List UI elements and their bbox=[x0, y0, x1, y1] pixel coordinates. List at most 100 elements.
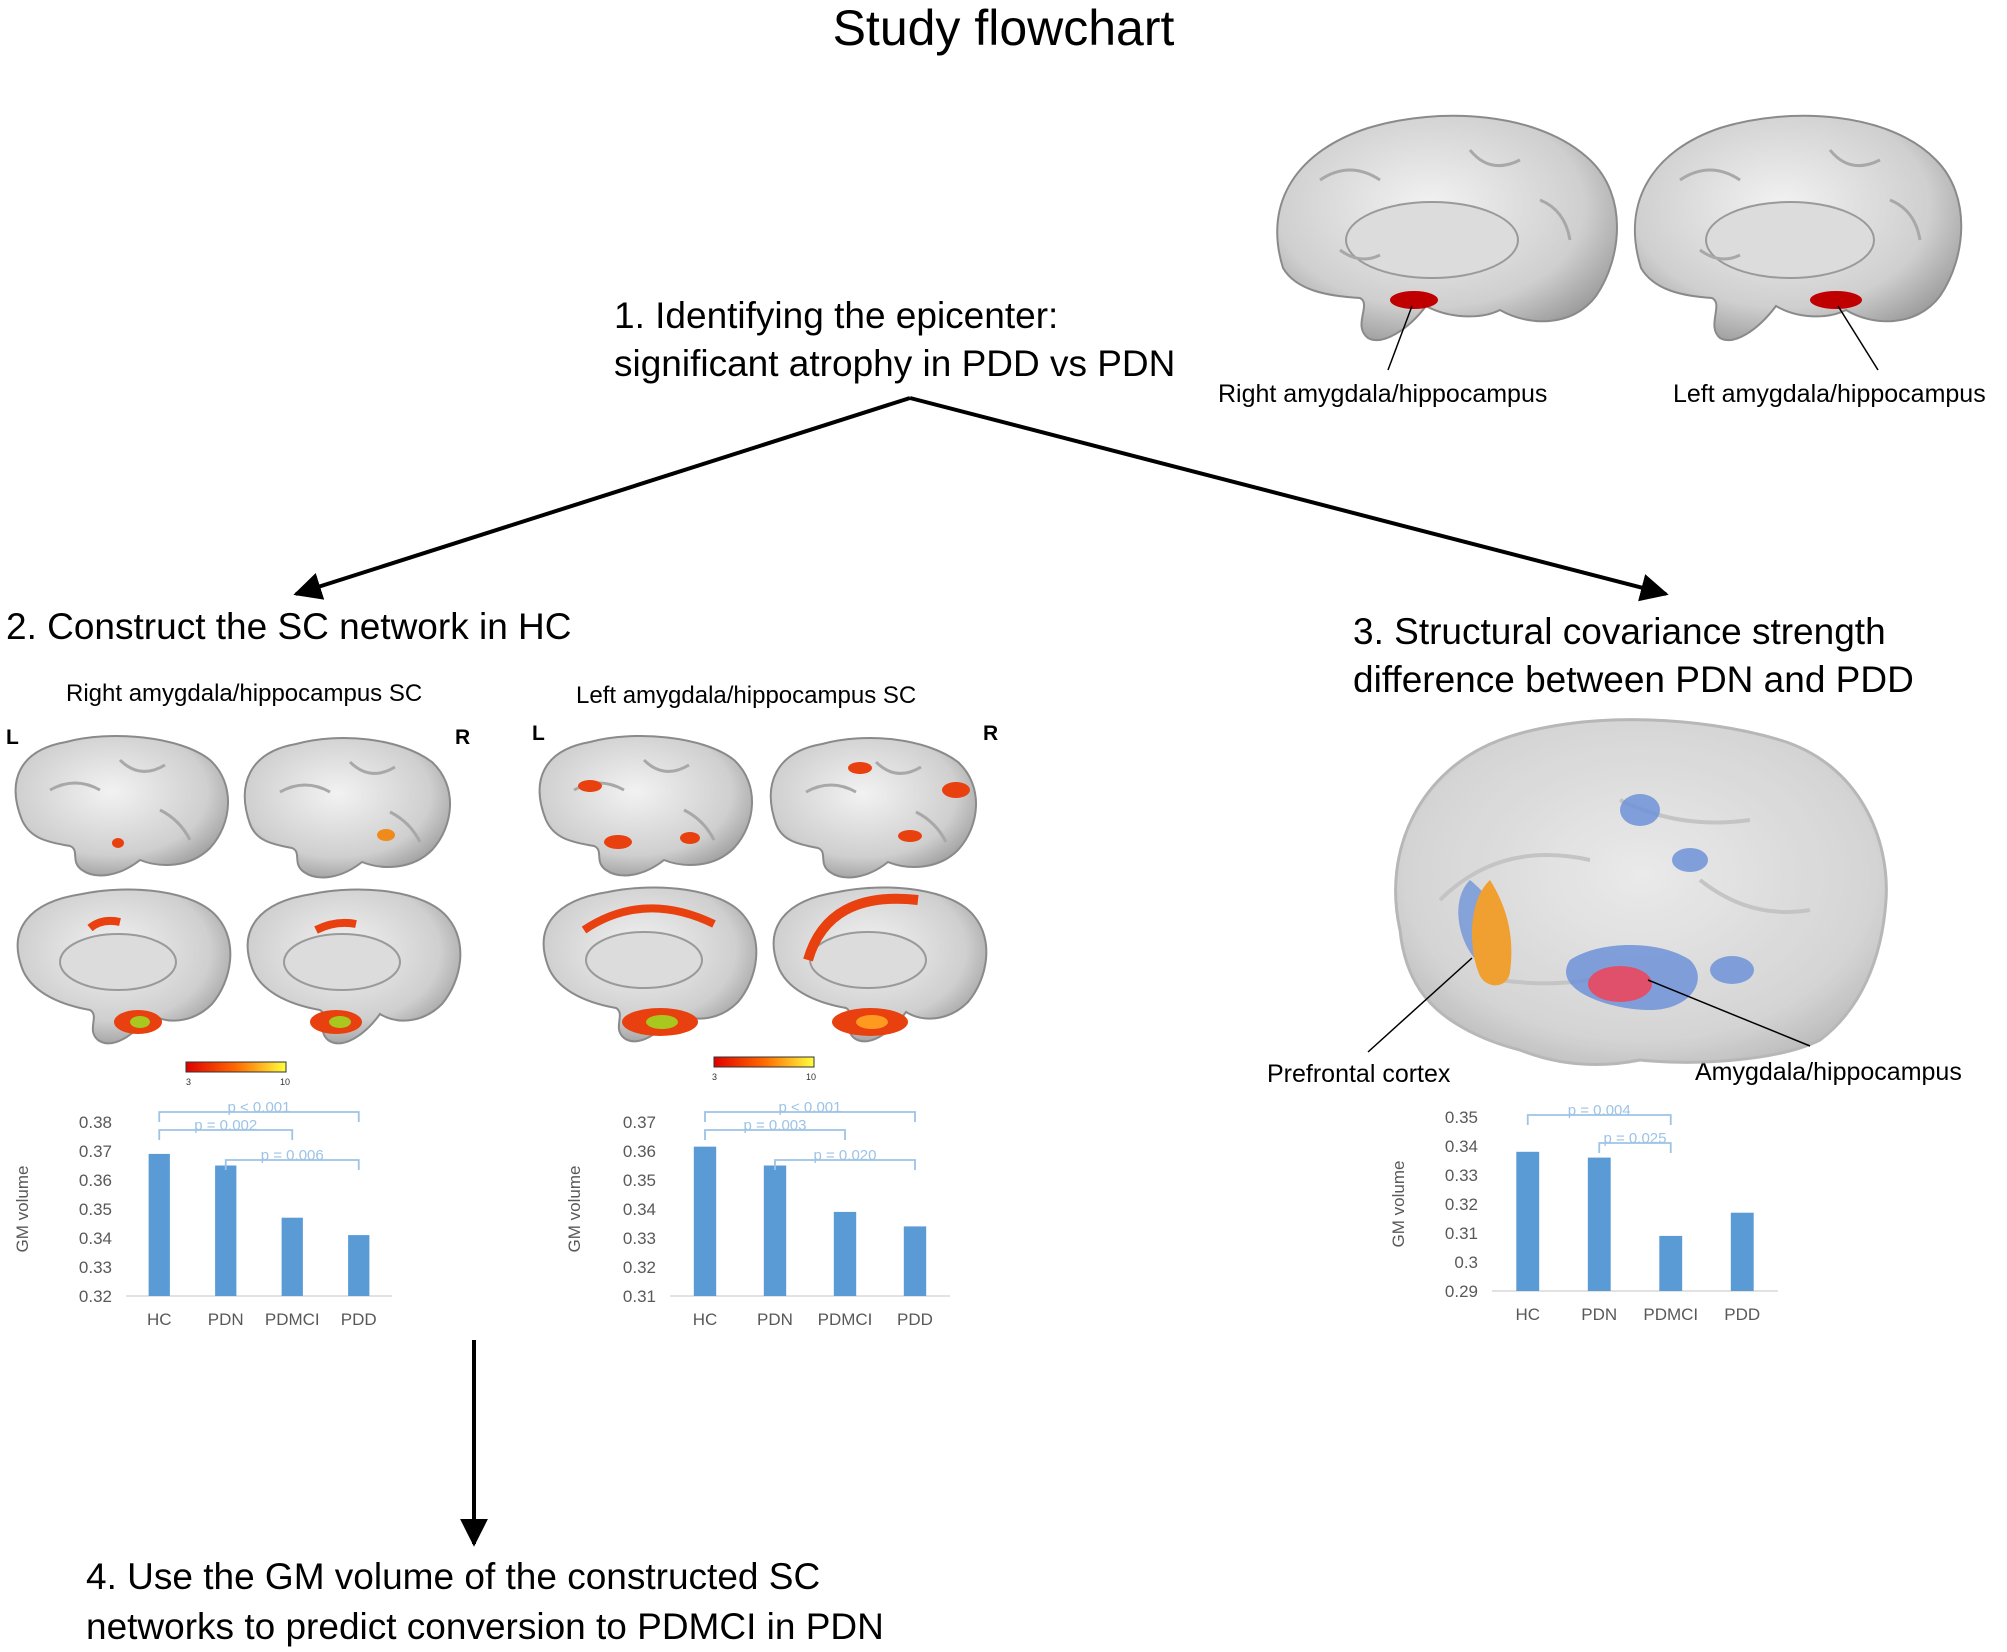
bar-pdd bbox=[348, 1235, 370, 1296]
page-title: Study flowchart bbox=[832, 0, 1175, 56]
bar-pdn bbox=[215, 1165, 237, 1296]
y-tick-label: 0.31 bbox=[1445, 1224, 1478, 1243]
right-sc-colorbar-min: 3 bbox=[186, 1077, 191, 1087]
blue-blob-right bbox=[1710, 956, 1754, 984]
y-tick-label: 0.32 bbox=[623, 1258, 656, 1277]
left-epicenter-lesion bbox=[1810, 291, 1862, 309]
y-tick-label: 0.35 bbox=[79, 1200, 112, 1219]
y-tick-label: 0.3 bbox=[1454, 1253, 1478, 1272]
y-tick-label: 0.36 bbox=[623, 1142, 656, 1161]
y-axis-label: GM volume bbox=[565, 1166, 584, 1253]
significance-bracket bbox=[774, 1159, 916, 1170]
x-tick-label: PDMCI bbox=[818, 1310, 873, 1329]
significance-label: p = 0.006 bbox=[261, 1147, 324, 1164]
arrow-to-step3 bbox=[909, 396, 1669, 602]
x-tick-label: PDD bbox=[341, 1310, 377, 1329]
significance-label: p = 0.020 bbox=[814, 1147, 877, 1164]
bar-pdd bbox=[903, 1226, 927, 1296]
right-sc-lateral-left bbox=[14, 735, 229, 877]
right-sc-colorbar-max: 10 bbox=[280, 1077, 290, 1087]
left-sc-colorbar-min: 3 bbox=[712, 1072, 717, 1082]
significance-label: p = 0.003 bbox=[744, 1117, 807, 1134]
left-sc-colorbar-max: 10 bbox=[806, 1072, 816, 1082]
y-tick-label: 0.34 bbox=[623, 1200, 656, 1219]
x-tick-label: PDN bbox=[1581, 1305, 1617, 1324]
y-tick-label: 0.35 bbox=[1445, 1108, 1478, 1127]
left-sc-brain-maps: 3 10 bbox=[538, 735, 988, 1082]
amygdala-blob bbox=[1588, 966, 1652, 1002]
x-tick-label: HC bbox=[1515, 1305, 1540, 1324]
significance-bracket bbox=[704, 1111, 916, 1122]
step3-line1: 3. Structural covariance strength bbox=[1353, 611, 1886, 652]
arrow-to-step2 bbox=[293, 396, 911, 600]
left-sc-colorbar bbox=[713, 1056, 815, 1068]
left-sc-lateral-right bbox=[769, 737, 977, 879]
right-epicenter-lesion bbox=[1390, 291, 1438, 309]
y-tick-label: 0.38 bbox=[79, 1113, 112, 1132]
significance-label: p < 0.001 bbox=[779, 1099, 842, 1116]
glass-brain bbox=[1367, 718, 1888, 1067]
y-axis-label: GM volume bbox=[13, 1166, 32, 1253]
left-sc-R-label: R bbox=[983, 722, 999, 745]
bar-pdmci bbox=[1659, 1235, 1683, 1291]
right-epicenter-label: Right amygdala/hippocampus bbox=[1218, 380, 1548, 408]
bar-hc bbox=[148, 1153, 170, 1296]
x-tick-label: PDD bbox=[1724, 1305, 1760, 1324]
right-sc-colorbar bbox=[185, 1061, 287, 1073]
y-tick-label: 0.35 bbox=[623, 1171, 656, 1190]
x-tick-label: PDD bbox=[897, 1310, 933, 1329]
significance-bracket bbox=[158, 1111, 360, 1122]
significance-label: p = 0.025 bbox=[1604, 1130, 1667, 1147]
bar-pdn bbox=[1587, 1157, 1611, 1291]
significance-bracket bbox=[1598, 1142, 1672, 1153]
y-tick-label: 0.34 bbox=[79, 1229, 112, 1248]
right-sc-title: Right amygdala/hippocampus SC bbox=[66, 680, 423, 707]
step4-line2: networks to predict conversion to PDMCI … bbox=[86, 1606, 884, 1647]
bar-pdmci bbox=[833, 1211, 857, 1296]
blue-blob-parietal bbox=[1672, 848, 1708, 872]
y-tick-label: 0.33 bbox=[79, 1258, 112, 1277]
right-sc-brain-maps: 3 10 bbox=[14, 735, 462, 1087]
bar-pdn bbox=[763, 1165, 787, 1296]
y-tick-label: 0.29 bbox=[1445, 1282, 1478, 1301]
significance-bracket bbox=[704, 1129, 846, 1140]
left-sc-L-label: L bbox=[532, 722, 545, 745]
step1-line1: 1. Identifying the epicenter: bbox=[614, 295, 1059, 336]
epicenter-right-brain bbox=[1276, 114, 1618, 371]
y-tick-label: 0.33 bbox=[1445, 1166, 1478, 1185]
y-tick-label: 0.37 bbox=[79, 1142, 112, 1161]
flow-arrows bbox=[293, 396, 1669, 1547]
epicenter-left-brain bbox=[1633, 114, 1963, 371]
left-sc-title: Left amygdala/hippocampus SC bbox=[576, 682, 917, 709]
x-tick-label: PDN bbox=[208, 1310, 244, 1329]
y-tick-label: 0.34 bbox=[1445, 1137, 1478, 1156]
right-sc-L-label: L bbox=[6, 726, 19, 749]
significance-bracket bbox=[158, 1129, 294, 1140]
step1-line2: significant atrophy in PDD vs PDN bbox=[614, 343, 1176, 384]
y-tick-label: 0.36 bbox=[79, 1171, 112, 1190]
x-tick-label: HC bbox=[147, 1310, 172, 1329]
significance-label: p < 0.001 bbox=[228, 1099, 291, 1116]
significance-bracket bbox=[224, 1159, 360, 1170]
y-axis-label: GM volume bbox=[1389, 1161, 1408, 1248]
y-tick-label: 0.31 bbox=[623, 1287, 656, 1306]
bar-pdmci bbox=[281, 1217, 303, 1296]
x-tick-label: PDMCI bbox=[1643, 1305, 1698, 1324]
significance-label: p = 0.004 bbox=[1568, 1102, 1631, 1119]
y-tick-label: 0.32 bbox=[79, 1287, 112, 1306]
left-epicenter-label: Left amygdala/hippocampus bbox=[1673, 380, 1986, 408]
left-sc-lateral-left bbox=[538, 735, 753, 877]
amygdala-label: Amygdala/hippocampus bbox=[1695, 1058, 1962, 1086]
right-sc-lateral-right bbox=[243, 737, 451, 879]
x-tick-label: PDN bbox=[757, 1310, 793, 1329]
step2-title: 2. Construct the SC network in HC bbox=[6, 606, 572, 647]
y-tick-label: 0.32 bbox=[1445, 1195, 1478, 1214]
bar-hc bbox=[1516, 1151, 1540, 1291]
bar-pdd bbox=[1730, 1212, 1754, 1291]
prefrontal-blob bbox=[1471, 880, 1512, 986]
x-tick-label: PDMCI bbox=[265, 1310, 320, 1329]
prefrontal-label: Prefrontal cortex bbox=[1267, 1060, 1451, 1088]
bar-hc bbox=[693, 1146, 717, 1296]
